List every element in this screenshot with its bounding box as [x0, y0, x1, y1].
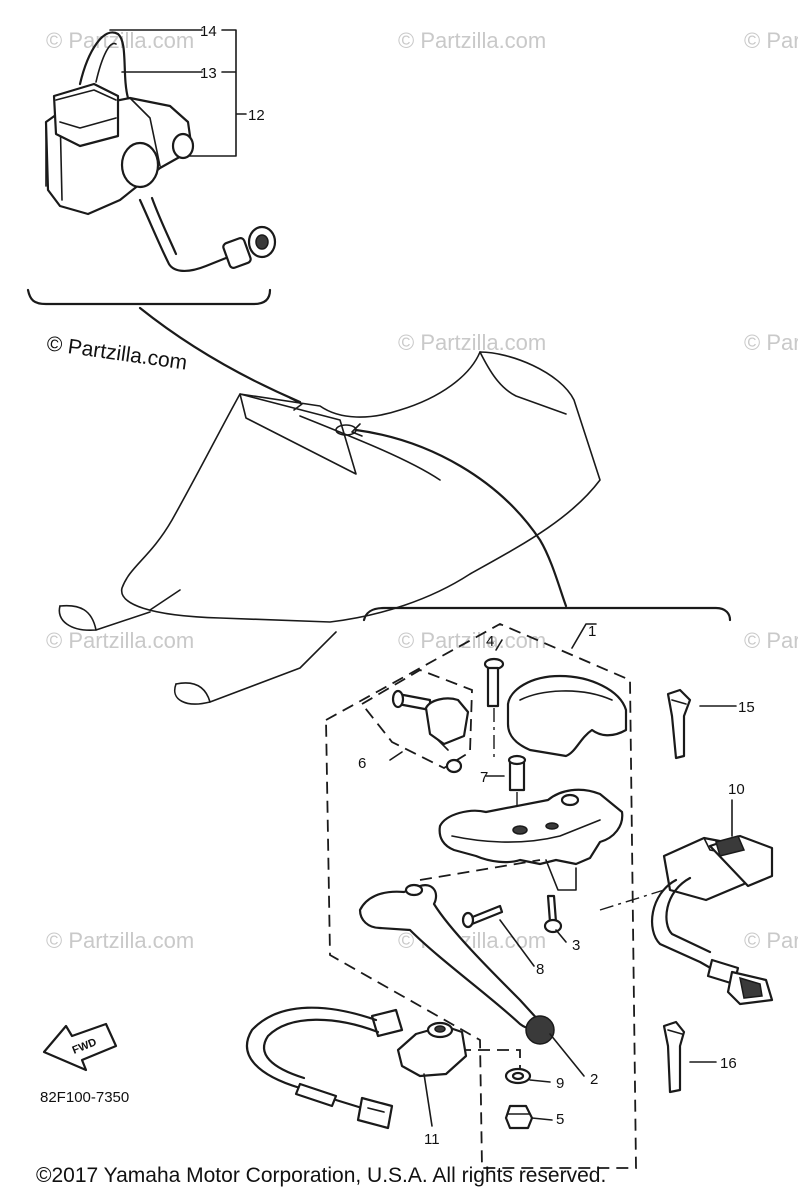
sub-boundary-6 — [360, 669, 473, 770]
watermark: © Partzilla.com — [398, 330, 546, 355]
watermark: © Partzilla.com — [46, 628, 194, 653]
watermark: © Partzilla.com — [46, 928, 194, 953]
callout-7: 7 — [480, 769, 488, 786]
watermark: © Partzilla.com — [46, 28, 194, 53]
callout-9: 9 — [556, 1075, 564, 1092]
snowmobile-outline — [58, 306, 601, 705]
callout-8: 8 — [536, 961, 544, 978]
watermark-dark: © Partzilla.com — [45, 332, 188, 374]
callout-16: 16 — [720, 1055, 737, 1072]
drawing-code: 82F100-7350 — [40, 1089, 129, 1106]
fwd-arrow-icon: FWD — [42, 1022, 118, 1072]
callout-14: 14 — [200, 23, 217, 40]
watermark: © Partzilla.com — [744, 330, 798, 355]
callout-15: 15 — [738, 699, 755, 716]
watermark: © Partzilla.com — [398, 628, 546, 653]
callout-4: 4 — [486, 633, 494, 650]
watermark: © Partzilla.com — [744, 628, 798, 653]
callout-1: 1 — [588, 623, 596, 640]
copyright-notice: ©2017 Yamaha Motor Corporation, U.S.A. A… — [36, 1164, 607, 1187]
callout-6: 6 — [358, 755, 366, 772]
assembly-boundary — [325, 622, 637, 1169]
watermark: © Partzilla.com — [398, 28, 546, 53]
watermark: © Partzilla.com — [744, 28, 798, 53]
callout-2: 2 — [590, 1071, 598, 1088]
callout-10: 10 — [728, 781, 745, 798]
callout-5: 5 — [556, 1111, 564, 1128]
callout-12: 12 — [248, 107, 265, 124]
callout-3: 3 — [572, 937, 580, 954]
switch-assembly-inset — [44, 29, 277, 272]
watermark: © Partzilla.com — [744, 928, 798, 953]
inset-bracket — [26, 288, 272, 306]
watermark-group: © Partzilla.com © Partzilla.com © Partzi… — [46, 28, 798, 953]
callout-labels: 14 13 12 1 4 15 10 6 7 3 8 2 9 5 16 11 — [200, 23, 755, 1148]
callout-11: 11 — [424, 1131, 440, 1148]
callout-13: 13 — [200, 65, 217, 82]
leader-lines — [389, 623, 737, 1127]
main-bracket — [362, 606, 732, 622]
